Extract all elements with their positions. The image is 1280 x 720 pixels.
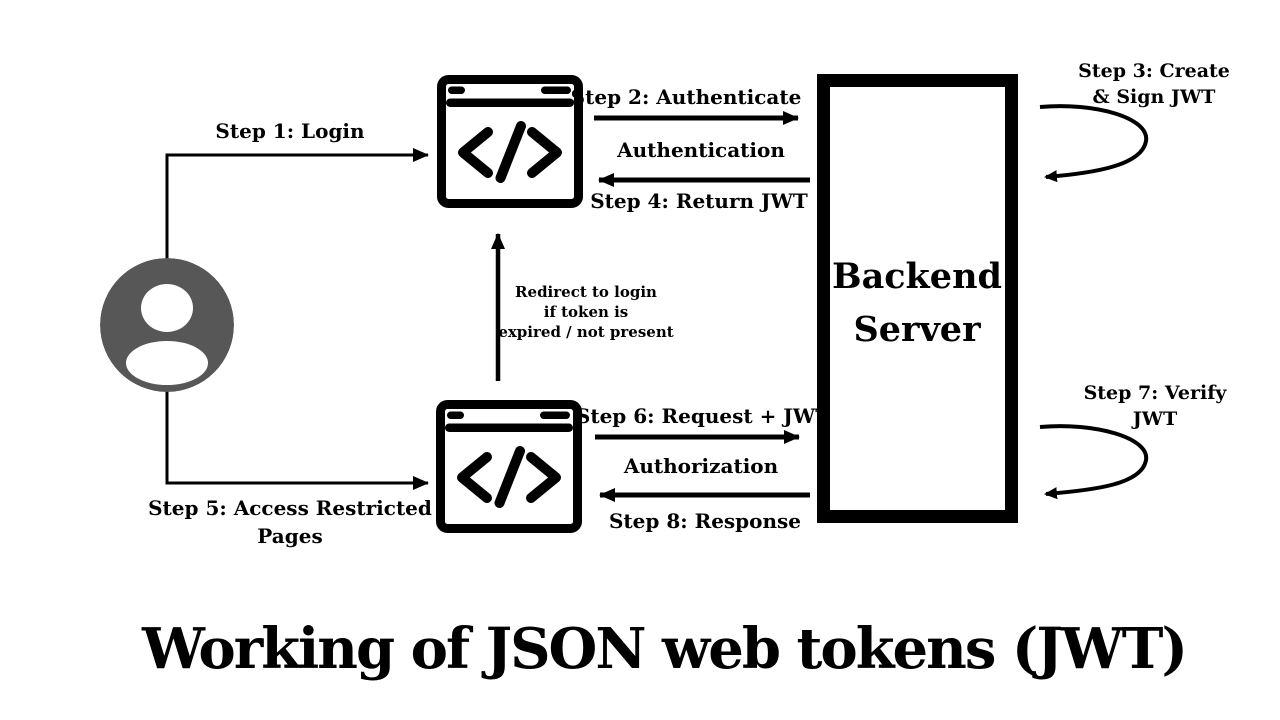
label-step7-verify-jwt: Step 7: Verify JWT bbox=[1084, 380, 1227, 432]
label-step8-response: Step 8: Response bbox=[608, 509, 802, 533]
label-step5-line2: Pages bbox=[257, 524, 323, 548]
backend-server-label: Backend Server bbox=[831, 256, 1002, 350]
arrow-step7-verify-loop bbox=[1039, 424, 1149, 500]
user-avatar-icon bbox=[100, 258, 234, 392]
label-step2-authenticate: Step 2: Authenticate bbox=[570, 85, 802, 109]
label-step5-access-restricted: Step 5: Access Restricted Pages bbox=[148, 494, 432, 550]
label-step5-line1: Step 5: Access Restricted bbox=[148, 496, 432, 520]
label-step3-create-sign: Step 3: Create & Sign JWT bbox=[1078, 58, 1230, 110]
label-authorization: Authorization bbox=[623, 454, 779, 478]
label-authentication: Authentication bbox=[617, 138, 785, 162]
label-redirect-line2: if token is bbox=[543, 303, 629, 321]
client-browser-bottom-icon bbox=[441, 405, 578, 529]
label-step3-line1: Step 3: Create bbox=[1078, 60, 1230, 82]
label-redirect-line3: expired / not present bbox=[498, 323, 674, 341]
label-redirect-to-login: Redirect to login if token is expired / … bbox=[498, 282, 673, 342]
label-redirect-line1: Redirect to login bbox=[515, 283, 657, 301]
label-step7-line2: JWT bbox=[1132, 408, 1178, 430]
label-step3-line2: & Sign JWT bbox=[1092, 86, 1216, 108]
label-step4-return-jwt: Step 4: Return JWT bbox=[590, 189, 808, 213]
backend-server-box bbox=[817, 74, 1018, 523]
page-title: Working of JSON web tokens (JWT) bbox=[142, 616, 1188, 682]
label-step6-request-jwt: Step 6: Request + JWT bbox=[575, 404, 831, 428]
client-browser-top-icon bbox=[442, 80, 579, 204]
label-step7-line1: Step 7: Verify bbox=[1083, 382, 1227, 404]
label-step1-login: Step 1: Login bbox=[215, 119, 365, 143]
arrow-step3-create-sign-loop bbox=[1039, 104, 1149, 183]
